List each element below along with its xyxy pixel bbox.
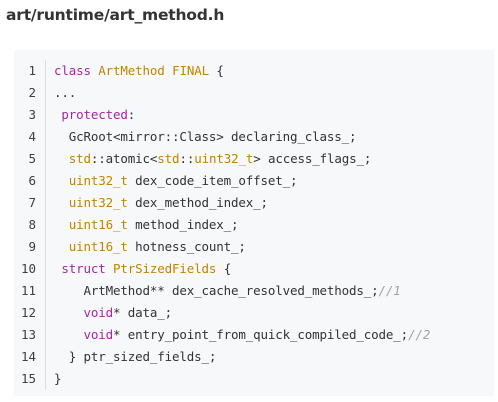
code-type: std: [68, 151, 91, 166]
line-number: 11: [20, 283, 36, 298]
code-keyword: void: [83, 305, 114, 320]
line-number: 6: [28, 173, 36, 188]
file-path-title: art/runtime/art_method.h: [6, 6, 225, 24]
code-text: ::atomic<: [90, 151, 158, 166]
code-text: {: [216, 261, 232, 276]
code-line: void* data_;: [54, 302, 494, 324]
line-number: 3: [28, 107, 36, 122]
code-keyword: struct: [61, 261, 106, 276]
code-type: uint32_t: [68, 173, 128, 188]
line-number: 12: [20, 305, 36, 320]
code-type: uint32_t: [68, 195, 128, 210]
code-lines: class ArtMethod FINAL {... protected: Gc…: [54, 60, 494, 390]
line-number: 8: [28, 217, 36, 232]
code-text: [54, 327, 84, 342]
code-text: dex_method_index_;: [127, 195, 268, 210]
code-type: PtrSizedFields: [113, 261, 217, 276]
code-text: ...: [54, 85, 77, 100]
code-line: ...: [54, 82, 494, 104]
code-line: uint32_t dex_method_index_;: [54, 192, 494, 214]
line-number: 15: [20, 371, 36, 386]
code-comment: //1: [378, 283, 401, 298]
code-line: uint16_t method_index_;: [54, 214, 494, 236]
code-text: [54, 195, 69, 210]
code-type: std: [157, 151, 180, 166]
code-text: [165, 63, 172, 78]
code-line: }: [54, 368, 494, 390]
code-line: } ptr_sized_fields_;: [54, 346, 494, 368]
code-type: uint16_t: [68, 217, 128, 232]
code-line: uint32_t dex_code_item_offset_;: [54, 170, 494, 192]
code-line: class ArtMethod FINAL {: [54, 60, 494, 82]
code-text: * entry_point_from_quick_compiled_code_;: [113, 327, 409, 342]
code-text: dex_code_item_offset_;: [127, 173, 298, 188]
code-keyword: protected: [61, 107, 128, 122]
code-line: ArtMethod** dex_cache_resolved_methods_;…: [54, 280, 494, 302]
code-line: uint16_t hotness_count_;: [54, 236, 494, 258]
code-text: [54, 173, 69, 188]
code-text: }: [54, 371, 62, 386]
code-line: std::atomic<std::uint32_t> access_flags_…: [54, 148, 494, 170]
code-keyword: void: [83, 327, 114, 342]
code-type: uint16_t: [68, 239, 128, 254]
line-number: 13: [20, 327, 36, 342]
code-text: [54, 151, 69, 166]
code-text: > access_flags_;: [253, 151, 372, 166]
code-text: * data_;: [113, 305, 173, 320]
code-text: [54, 239, 69, 254]
code-text: method_index_;: [127, 217, 239, 232]
line-number: 10: [20, 261, 36, 276]
code-type: ArtMethod: [98, 63, 165, 78]
code-text: ArtMethod** dex_cache_resolved_methods_;: [54, 283, 379, 298]
line-number: 9: [28, 239, 36, 254]
code-text: } ptr_sized_fields_;: [54, 349, 217, 364]
code-text: GcRoot<mirror::Class> declaring_class_;: [54, 129, 357, 144]
code-line: struct PtrSizedFields {: [54, 258, 494, 280]
line-number: 1: [28, 63, 36, 78]
line-number: 4: [28, 129, 36, 144]
code-text: {: [208, 63, 224, 78]
code-type: uint32_t: [194, 151, 254, 166]
code-line: void* entry_point_from_quick_compiled_co…: [54, 324, 494, 346]
code-text: :: [127, 107, 136, 122]
code-line: GcRoot<mirror::Class> declaring_class_;: [54, 126, 494, 148]
code-keyword: class: [54, 63, 91, 78]
line-number: 7: [28, 195, 36, 210]
line-number: 5: [28, 151, 36, 166]
code-text: hotness_count_;: [127, 239, 246, 254]
code-text: [54, 217, 69, 232]
code-line: protected:: [54, 104, 494, 126]
code-text: [106, 261, 113, 276]
code-text: ::: [179, 151, 195, 166]
code-type: FINAL: [172, 63, 209, 78]
line-number: 14: [20, 349, 36, 364]
code-comment: //2: [408, 327, 431, 342]
line-number: 2: [28, 85, 36, 100]
code-text: [54, 305, 84, 320]
